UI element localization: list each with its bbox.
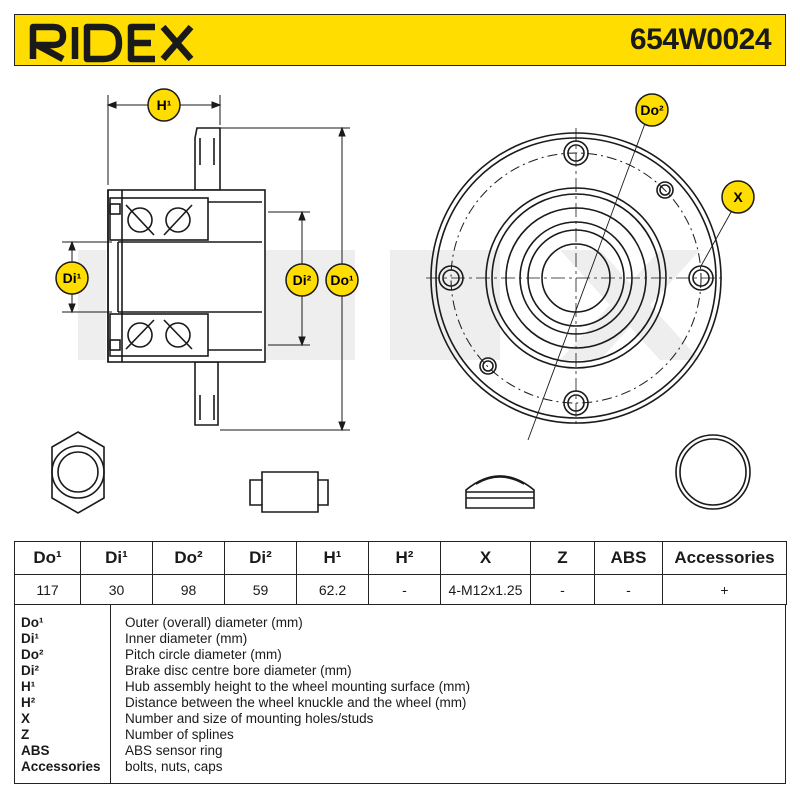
spec-value: 4-M12x1.25 bbox=[440, 574, 531, 605]
label-di1: Di¹ bbox=[55, 261, 89, 295]
col-header: Do² bbox=[152, 541, 225, 575]
svg-text:H¹: H¹ bbox=[157, 97, 172, 113]
dust-cap-icon bbox=[465, 475, 535, 509]
svg-text:Do¹: Do¹ bbox=[330, 272, 354, 288]
spec-value: + bbox=[662, 574, 787, 605]
spec-value: - bbox=[368, 574, 441, 605]
svg-text:Do²: Do² bbox=[640, 102, 664, 118]
spec-header-row: Do¹ Di¹ Do² Di² H¹ H² X Z ABS Accessorie… bbox=[14, 541, 787, 575]
svg-text:Di²: Di² bbox=[293, 272, 312, 288]
hub-cross-section bbox=[107, 127, 266, 426]
spec-value: - bbox=[594, 574, 663, 605]
legend-divider bbox=[110, 605, 111, 783]
spec-value: - bbox=[530, 574, 595, 605]
col-header: Di² bbox=[224, 541, 297, 575]
col-header: Accessories bbox=[662, 541, 787, 575]
col-header: H¹ bbox=[296, 541, 369, 575]
spec-value: 59 bbox=[224, 574, 297, 605]
spec-table: Do¹ Di¹ Do² Di² H¹ H² X Z ABS Accessorie… bbox=[14, 541, 787, 605]
cap-side-icon bbox=[249, 471, 329, 513]
spec-value: 30 bbox=[80, 574, 153, 605]
ring-icon bbox=[675, 434, 751, 510]
col-header: Do¹ bbox=[14, 541, 81, 575]
header-bar: 654W0024 bbox=[14, 14, 786, 66]
svg-text:X: X bbox=[733, 189, 743, 205]
spec-value: 62.2 bbox=[296, 574, 369, 605]
col-header: H² bbox=[368, 541, 441, 575]
col-header: X bbox=[440, 541, 531, 575]
spec-value: 98 bbox=[152, 574, 225, 605]
spec-value-row: 117 30 98 59 62.2 - 4-M12x1.25 - - + bbox=[14, 574, 787, 605]
svg-text:Di¹: Di¹ bbox=[63, 270, 82, 286]
spec-value: 117 bbox=[14, 574, 81, 605]
label-x: X bbox=[721, 180, 755, 214]
label-do1: Do¹ bbox=[325, 263, 359, 297]
ridex-logo bbox=[29, 23, 194, 63]
label-h1: H¹ bbox=[147, 88, 181, 122]
label-di2: Di² bbox=[285, 263, 319, 297]
col-header: Z bbox=[530, 541, 595, 575]
col-header: Di¹ bbox=[80, 541, 153, 575]
nut-icon bbox=[51, 431, 105, 514]
label-do2: Do² bbox=[635, 93, 669, 127]
part-number: 654W0024 bbox=[629, 23, 772, 56]
technical-drawing: H¹ Di¹ Di² Do¹ Do² X bbox=[51, 88, 755, 514]
col-header: ABS bbox=[594, 541, 663, 575]
